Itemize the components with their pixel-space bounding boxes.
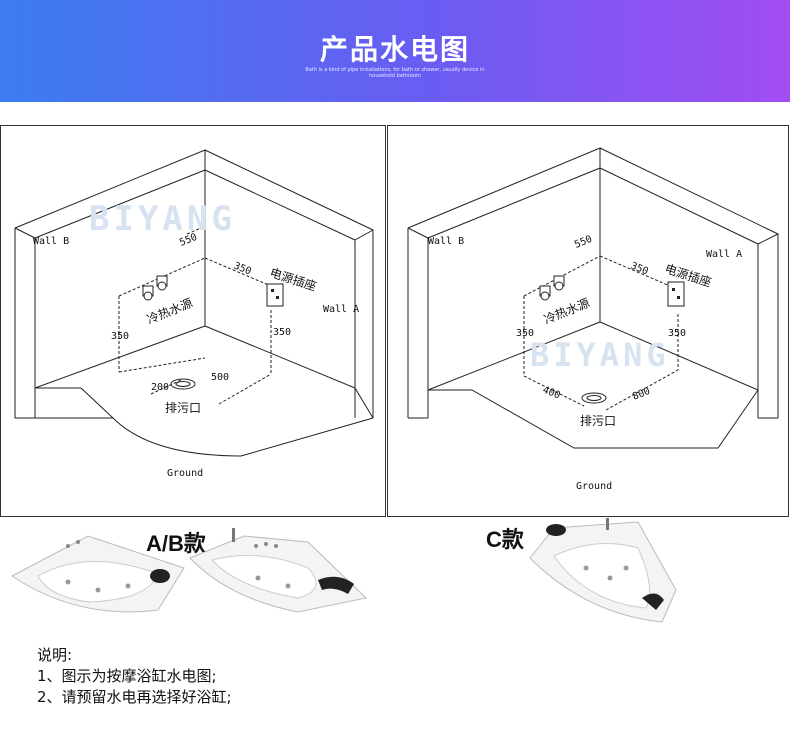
- bathtub-ab-left: [11, 535, 185, 613]
- dim-550: 550: [573, 234, 594, 251]
- dim-350-right: 350: [273, 327, 291, 338]
- socket-icon: [266, 283, 284, 307]
- water-source-label: 冷热水源: [542, 296, 592, 327]
- dim-500: 500: [211, 372, 229, 383]
- floor-left-edge: [34, 325, 206, 389]
- drain-inner: [586, 395, 602, 401]
- model-c-label: C款: [486, 527, 524, 552]
- floor-left-edge: [427, 321, 601, 391]
- wall-b-label: Wall B: [428, 236, 464, 247]
- floor-curve: [80, 387, 374, 457]
- dim-350-top: 350: [629, 261, 650, 278]
- diagram-c: BIYANG Wall B Wall A 电源插座 冷热水源 排污口 Groun…: [407, 147, 779, 492]
- socket-hole: [672, 288, 675, 291]
- notes-section: 说明: 1、图示为按摩浴缸水电图; 2、请预留水电再选择好浴缸;: [37, 645, 232, 708]
- notes-heading: 说明:: [37, 646, 73, 664]
- dim-line-floor-left: [118, 357, 206, 373]
- floor-right-edge: [599, 321, 759, 391]
- wall-b-outline: [14, 228, 53, 419]
- ground-label: Ground: [167, 468, 203, 479]
- page-title: 产品水电图: [319, 33, 470, 66]
- wall-a-inner-top: [204, 169, 356, 241]
- watermark: BIYANG: [530, 336, 670, 374]
- socket-icon: [667, 281, 685, 307]
- water-source-label: 冷热水源: [145, 296, 195, 327]
- floor-right-edge: [204, 325, 356, 389]
- drain-icon: [581, 392, 607, 404]
- model-ab-label: A/B款: [146, 531, 206, 556]
- water-valve-icon: [539, 275, 565, 301]
- bathtub-ab-images: [11, 528, 368, 613]
- floor-step-right: [354, 387, 374, 419]
- bathtub-c-image: [529, 518, 677, 623]
- dim-line-800: [605, 369, 679, 411]
- wall-a-inner-top: [599, 167, 759, 245]
- dim-400: 400: [541, 385, 562, 402]
- socket-hole: [677, 296, 680, 299]
- dim-line-350-top: [599, 255, 671, 287]
- wall-b-label: Wall B: [33, 236, 69, 247]
- dim-line-400: [523, 375, 585, 407]
- wall-b-inner-top: [427, 167, 601, 239]
- drain-inner: [175, 381, 191, 387]
- watermark: BIYANG: [89, 199, 236, 239]
- dim-800: 800: [631, 386, 652, 403]
- notes-line-2: 2、请预留水电再选择好浴缸;: [37, 688, 232, 706]
- floor-shape: [428, 389, 759, 449]
- wall-a-edge: [354, 229, 374, 241]
- dim-350-right: 350: [668, 328, 686, 339]
- diagram-c-panel: BIYANG Wall B Wall A 电源插座 冷热水源 排污口 Groun…: [387, 125, 789, 517]
- bathtub-ab-right: [189, 528, 368, 613]
- dim-200: 200: [151, 382, 169, 393]
- drain-label: 排污口: [580, 414, 616, 428]
- socket-hole: [276, 296, 279, 299]
- dim-350-top: 350: [232, 261, 253, 278]
- drain-label: 排污口: [165, 401, 201, 415]
- page-subtitle: Bath is a kind of pipe installations, fo…: [305, 67, 485, 79]
- water-valve-icon: [142, 275, 168, 301]
- drain-icon: [170, 378, 196, 390]
- dim-350-left: 350: [516, 328, 534, 339]
- notes-line-1: 1、图示为按摩浴缸水电图;: [37, 667, 217, 685]
- header-banner: 产品水电图 Bath is a kind of pipe installatio…: [0, 0, 790, 102]
- diagram-ab: BIYANG Wall B Wall A 电源插座 冷热水源 排污口 Groun…: [14, 149, 374, 479]
- dim-line-500: [218, 373, 272, 405]
- wall-b-edge: [14, 227, 36, 239]
- dim-350-left: 350: [111, 331, 129, 342]
- wall-b-edge: [407, 227, 429, 239]
- dim-line-350-top: [204, 257, 272, 287]
- ground-label: Ground: [576, 481, 612, 492]
- wall-b-inner-top: [34, 169, 206, 239]
- diagram-ab-panel: BIYANG Wall B Wall A 电源插座 冷热水源 排污口 Groun…: [0, 125, 386, 517]
- wall-b-top: [407, 147, 601, 322]
- wall-a-label: Wall A: [323, 304, 359, 315]
- dim-tick: [186, 227, 202, 235]
- wall-a-edge: [757, 233, 779, 245]
- socket-hole: [271, 289, 274, 292]
- dim-line-200: [150, 379, 182, 395]
- wall-a-label: Wall A: [706, 249, 742, 260]
